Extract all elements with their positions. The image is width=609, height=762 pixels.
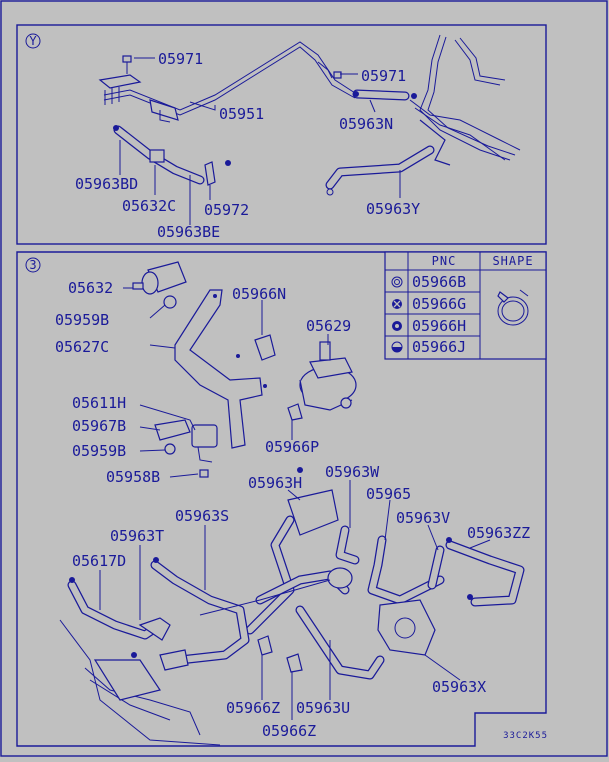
part-label: 05963T bbox=[110, 527, 164, 545]
table-pnc: 05966G bbox=[412, 295, 466, 313]
part-label: 05963H bbox=[248, 474, 302, 492]
part-label: 05965 bbox=[366, 485, 411, 503]
part-label: 05966P bbox=[265, 438, 319, 456]
part-label: 05963BE bbox=[157, 223, 220, 241]
part-label: 05627C bbox=[55, 338, 109, 356]
part-label: 05963V bbox=[396, 509, 450, 527]
half-circle-icon bbox=[391, 341, 403, 353]
cross-circle-icon bbox=[392, 299, 402, 309]
table-pnc: 05966J bbox=[412, 338, 466, 356]
table-header-shape: SHAPE bbox=[492, 254, 533, 268]
circle-icon bbox=[391, 276, 403, 288]
svg-text:Y: Y bbox=[29, 34, 37, 48]
section-3-labels: 05632 05959B 05627C 05966N 05629 05611H … bbox=[55, 279, 530, 740]
part-label: 05963N bbox=[339, 115, 393, 133]
part-label: 05966N bbox=[232, 285, 286, 303]
part-label: 05966Z bbox=[262, 722, 316, 740]
section-3-marker: 3 bbox=[25, 257, 41, 273]
part-label: 05629 bbox=[306, 317, 351, 335]
part-label: 05972 bbox=[204, 201, 249, 219]
part-label: 05617D bbox=[72, 552, 126, 570]
table-pnc: 05966B bbox=[412, 273, 466, 291]
part-label: 05963W bbox=[325, 463, 380, 481]
part-label: 05963BD bbox=[75, 175, 138, 193]
part-label: 05967B bbox=[72, 417, 126, 435]
part-label: 05958B bbox=[106, 468, 160, 486]
table-header-pnc: PNC bbox=[432, 254, 457, 268]
part-label: 05963U bbox=[296, 699, 350, 717]
hose-clamp-icon bbox=[497, 289, 529, 326]
part-label: 05632 bbox=[68, 279, 113, 297]
svg-text:3: 3 bbox=[29, 258, 36, 272]
section-y-drawing bbox=[98, 34, 521, 225]
part-label: 05611H bbox=[72, 394, 126, 412]
table-pnc: 05966H bbox=[412, 317, 466, 335]
part-label: 05963Y bbox=[366, 200, 420, 218]
diagram-code: 33C2K55 bbox=[503, 731, 548, 741]
ring-icon bbox=[392, 321, 402, 331]
part-label: 05963S bbox=[175, 507, 229, 525]
part-label: 05971 bbox=[158, 50, 203, 68]
part-label: 05959B bbox=[55, 311, 109, 329]
section-y-frame bbox=[16, 24, 547, 245]
section-y-marker: Y bbox=[25, 33, 41, 49]
shape-table: PNC SHAPE 05966B 05966G 05966H 05966J bbox=[384, 251, 547, 360]
part-label: 05632C bbox=[122, 197, 176, 215]
section-y-labels: 05971 05951 05971 05963N 05963BD 05632C … bbox=[75, 50, 420, 241]
part-label: 05966Z bbox=[226, 699, 280, 717]
part-label: 05971 bbox=[361, 67, 406, 85]
part-label: 05963ZZ bbox=[467, 524, 530, 542]
part-label: 05963X bbox=[432, 678, 486, 696]
part-label: 05951 bbox=[219, 105, 264, 123]
part-label: 05959B bbox=[72, 442, 126, 460]
section-3-drawing bbox=[59, 261, 525, 746]
